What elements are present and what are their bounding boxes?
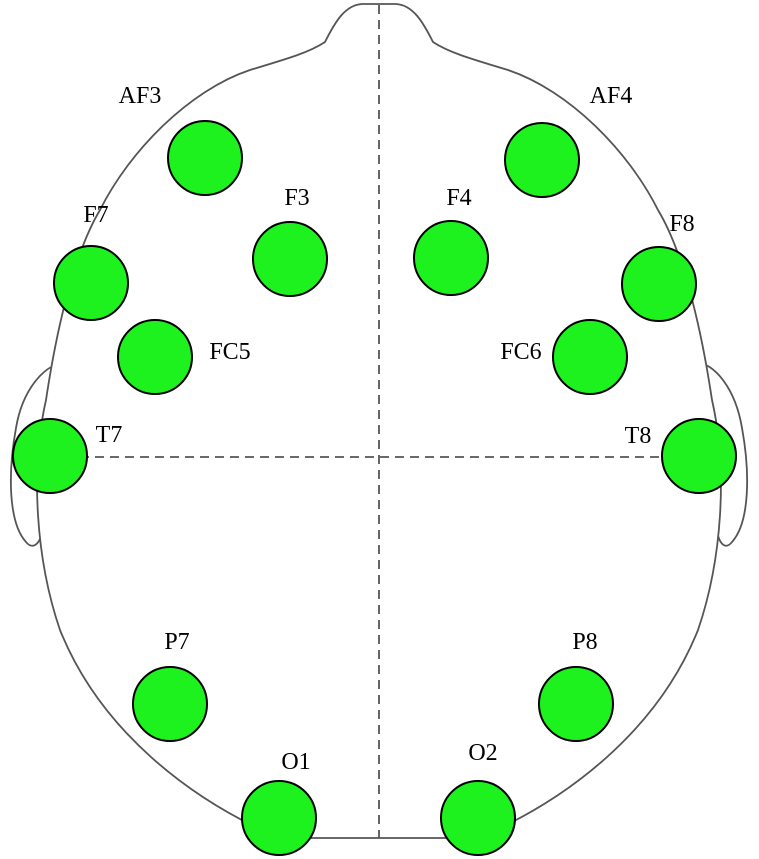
label-p7: P7 [164,629,189,655]
electrode-o2 [440,780,516,856]
electrode-af3 [167,120,243,196]
label-p8: P8 [572,629,597,655]
electrode-p7 [132,666,208,742]
label-af3: AF3 [119,83,162,109]
electrode-f3 [252,221,328,297]
label-fc6: FC6 [500,339,541,365]
electrode-t8 [661,418,737,494]
electrode-f8 [621,246,697,322]
label-f7: F7 [83,202,108,228]
label-t8: T8 [625,423,652,449]
electrode-af4 [504,122,580,198]
electrode-f4 [413,220,489,296]
label-af4: AF4 [590,83,633,109]
electrode-fc6 [552,319,628,395]
electrode-fc5 [117,319,193,395]
label-f3: F3 [284,185,309,211]
head-outline [36,3,722,839]
label-fc5: FC5 [209,339,250,365]
label-o1: O1 [281,749,310,775]
label-t7: T7 [96,422,123,448]
electrode-p8 [538,666,614,742]
electrode-o1 [241,780,317,856]
electrode-f7 [53,245,129,321]
electrode-t7 [12,418,88,494]
label-o2: O2 [468,740,497,766]
label-f8: F8 [669,211,694,237]
label-f4: F4 [446,185,471,211]
